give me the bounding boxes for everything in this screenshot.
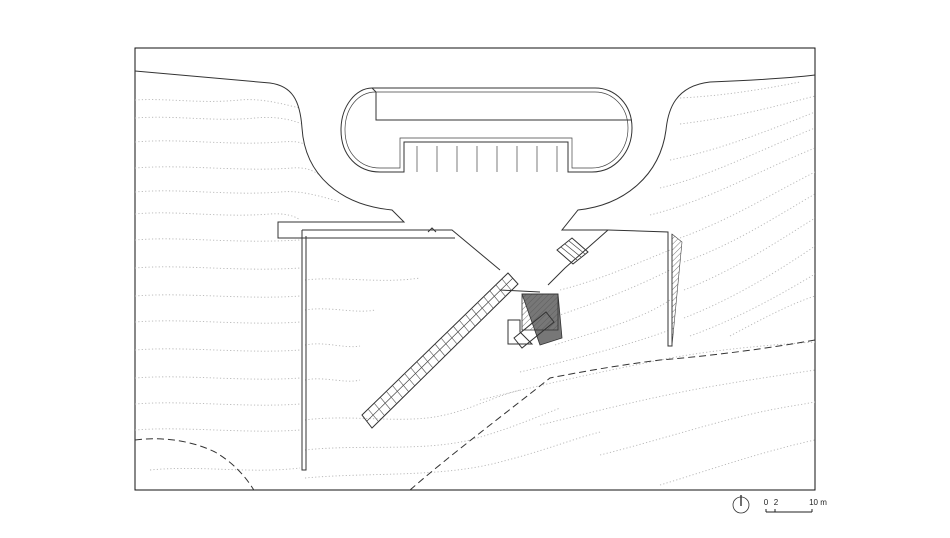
walkway-tick <box>453 326 464 339</box>
dashed-boundary-left <box>135 438 255 490</box>
contour-lines <box>135 81 815 486</box>
road-edge-left <box>135 70 455 239</box>
pavilion-building <box>340 87 633 173</box>
walkway-tick <box>489 290 500 303</box>
walkway-tick <box>495 284 507 298</box>
walkway-tick <box>398 379 409 392</box>
walkway-tick <box>477 302 488 315</box>
walkway-tick <box>373 402 385 416</box>
walkway-tick <box>483 296 494 309</box>
walkway-tick <box>440 337 452 351</box>
drawing-frame <box>134 47 816 491</box>
walkway-tick <box>416 361 427 374</box>
north-arrow-icon <box>732 495 750 514</box>
stair-block <box>556 237 589 265</box>
walkway-tick <box>410 367 421 380</box>
dashed-boundary-right <box>409 339 815 490</box>
walkway-tick <box>501 278 513 292</box>
walkway-tick <box>404 373 415 386</box>
walkway-tick <box>428 349 440 363</box>
road-edge-right <box>560 74 815 231</box>
walkway-tick <box>434 343 446 357</box>
scale-bar: 0 2 10 m <box>764 498 827 513</box>
walkway-tick <box>380 397 391 410</box>
walkway-tick <box>459 320 470 333</box>
scale-label-10m: 10 m <box>809 498 827 507</box>
walkway-tick <box>367 408 379 422</box>
plaza-walls <box>301 227 683 471</box>
walkway-tick <box>471 308 482 321</box>
scale-label-0: 0 <box>764 498 769 507</box>
parking-stalls <box>416 146 558 172</box>
walkway-tick <box>446 331 458 345</box>
walkway-tick <box>386 391 397 404</box>
diagonal-walkway <box>361 272 519 429</box>
viewing-platform <box>499 289 563 349</box>
scale-label-2: 2 <box>774 498 779 507</box>
walkway-tick <box>465 314 476 327</box>
walkway-tick <box>422 355 434 369</box>
walkway-tick <box>392 385 403 398</box>
